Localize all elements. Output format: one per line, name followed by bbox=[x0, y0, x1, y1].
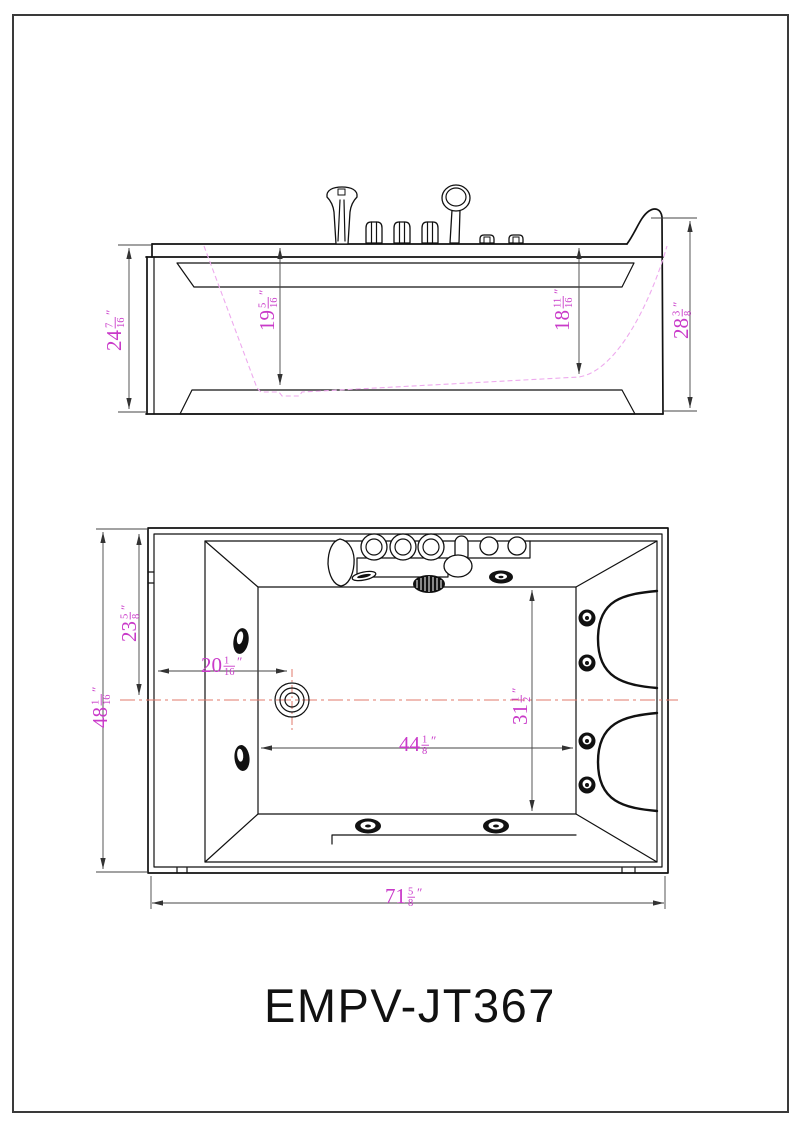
svg-text:1: 1 bbox=[422, 735, 427, 746]
back-jet-icon bbox=[578, 776, 596, 794]
backrest-hump-outline bbox=[626, 208, 664, 415]
headrest-pillow bbox=[596, 711, 659, 813]
svg-text:″: ″ bbox=[431, 733, 436, 748]
ribbed-knob-icon bbox=[413, 575, 445, 593]
dim-label-basin-length: 44 1 8 ″ bbox=[399, 732, 436, 757]
dim-label-overall-width: 48 1 16 ″ bbox=[88, 687, 113, 728]
svg-text:19: 19 bbox=[255, 310, 279, 331]
control-knob-icon bbox=[365, 221, 383, 244]
page-border bbox=[12, 14, 789, 1113]
plan-view: 48 1 16 ″ 23 5 8 ″ 20 1 16 ″ 31 bbox=[88, 527, 678, 909]
floor-step-line bbox=[331, 834, 577, 845]
svg-text:16: 16 bbox=[102, 695, 113, 706]
diverter-lever-icon bbox=[443, 535, 473, 578]
plan-dimensions: 48 1 16 ″ 23 5 8 ″ 20 1 16 ″ 31 bbox=[88, 528, 666, 909]
svg-text:28: 28 bbox=[669, 318, 693, 339]
svg-text:8: 8 bbox=[131, 614, 142, 619]
svg-text:16: 16 bbox=[116, 318, 127, 329]
air-button-icon bbox=[479, 234, 495, 244]
ring-knob-icon bbox=[389, 533, 417, 561]
svg-text:18: 18 bbox=[550, 310, 574, 331]
model-title: EMPV-JT367 bbox=[264, 979, 556, 1032]
dim-label-basin-width: 31 1 2 ″ bbox=[508, 688, 533, 725]
wall-tick-marks bbox=[147, 571, 636, 874]
lower-recess-panel bbox=[179, 389, 636, 415]
jet-icon bbox=[233, 628, 249, 654]
back-jet-icon bbox=[578, 609, 596, 627]
drain-icon bbox=[274, 682, 310, 718]
deck-port-icon bbox=[507, 536, 527, 556]
side-dimensions: 24 7 16 ″ 19 5 16 ″ 18 11 16 ″ 28 bbox=[102, 217, 697, 413]
dim-label-height-back: 28 3 8 ″ bbox=[669, 302, 694, 339]
svg-text:8: 8 bbox=[422, 746, 427, 757]
svg-text:7: 7 bbox=[105, 323, 116, 328]
svg-text:″: ″ bbox=[551, 289, 566, 294]
svg-text:16: 16 bbox=[564, 298, 575, 309]
jet-icon bbox=[234, 745, 250, 771]
svg-text:48: 48 bbox=[88, 707, 112, 728]
svg-text:16: 16 bbox=[269, 298, 280, 309]
jet-icon bbox=[483, 818, 509, 834]
side-wall-jets bbox=[233, 609, 596, 834]
svg-text:″: ″ bbox=[118, 605, 133, 610]
deck-jet-icon bbox=[489, 570, 513, 584]
ring-knob-icon bbox=[360, 533, 388, 561]
spout-outlet-icon bbox=[351, 570, 377, 582]
svg-text:24: 24 bbox=[102, 330, 126, 352]
spout-handle-icon bbox=[327, 538, 355, 587]
svg-text:″: ″ bbox=[103, 310, 118, 315]
jet-icon bbox=[355, 818, 381, 834]
svg-text:44: 44 bbox=[399, 732, 421, 756]
svg-text:″: ″ bbox=[237, 654, 242, 669]
control-knob-icon bbox=[393, 221, 411, 244]
svg-text:16: 16 bbox=[224, 667, 235, 678]
dim-label-height-front: 24 7 16 ″ bbox=[102, 310, 127, 351]
svg-text:71: 71 bbox=[385, 884, 406, 908]
headrest-pillow bbox=[596, 589, 659, 690]
svg-text:2: 2 bbox=[522, 697, 533, 702]
svg-text:″: ″ bbox=[670, 302, 685, 307]
dim-label-rim-to-center: 23 5 8 ″ bbox=[117, 605, 142, 642]
air-button-icon bbox=[508, 234, 524, 244]
svg-text:3: 3 bbox=[672, 311, 683, 316]
deck-port-icon bbox=[479, 536, 499, 556]
dim-label-drain-offset: 20 1 16 ″ bbox=[201, 653, 242, 678]
upper-recess-panel bbox=[176, 262, 635, 288]
svg-text:5: 5 bbox=[120, 614, 131, 619]
basin-profile-hidden-line bbox=[203, 245, 668, 397]
svg-text:″: ″ bbox=[509, 688, 524, 693]
handshower-icon bbox=[441, 184, 471, 244]
plan-deck-fixtures bbox=[327, 533, 527, 593]
sloped-wall-diagonals bbox=[204, 540, 658, 863]
svg-text:8: 8 bbox=[408, 898, 413, 909]
dim-label-depth-front: 19 5 16 ″ bbox=[255, 290, 280, 331]
svg-text:20: 20 bbox=[201, 653, 222, 677]
side-deck-fixtures bbox=[326, 184, 524, 245]
side-view: 24 7 16 ″ 19 5 16 ″ 18 11 16 ″ 28 bbox=[102, 184, 697, 415]
dim-label-depth-back: 18 11 16 ″ bbox=[550, 289, 575, 331]
waterfall-spout-icon bbox=[326, 186, 358, 245]
ring-knob-icon bbox=[417, 533, 445, 561]
svg-text:″: ″ bbox=[256, 290, 271, 295]
dim-label-overall-length: 71 5 8 ″ bbox=[385, 884, 422, 909]
control-knob-icon bbox=[421, 221, 439, 244]
back-jet-icon bbox=[578, 654, 596, 672]
svg-text:5: 5 bbox=[258, 303, 269, 308]
svg-text:8: 8 bbox=[683, 311, 694, 316]
svg-text:″: ″ bbox=[417, 885, 422, 900]
svg-text:1: 1 bbox=[224, 656, 229, 667]
svg-text:5: 5 bbox=[408, 887, 413, 898]
svg-text:″: ″ bbox=[89, 687, 104, 692]
svg-text:23: 23 bbox=[117, 621, 141, 642]
svg-text:11: 11 bbox=[553, 298, 564, 308]
svg-text:1: 1 bbox=[511, 697, 522, 702]
svg-text:31: 31 bbox=[508, 704, 532, 725]
back-jet-icon bbox=[578, 732, 596, 750]
svg-text:1: 1 bbox=[91, 700, 102, 705]
